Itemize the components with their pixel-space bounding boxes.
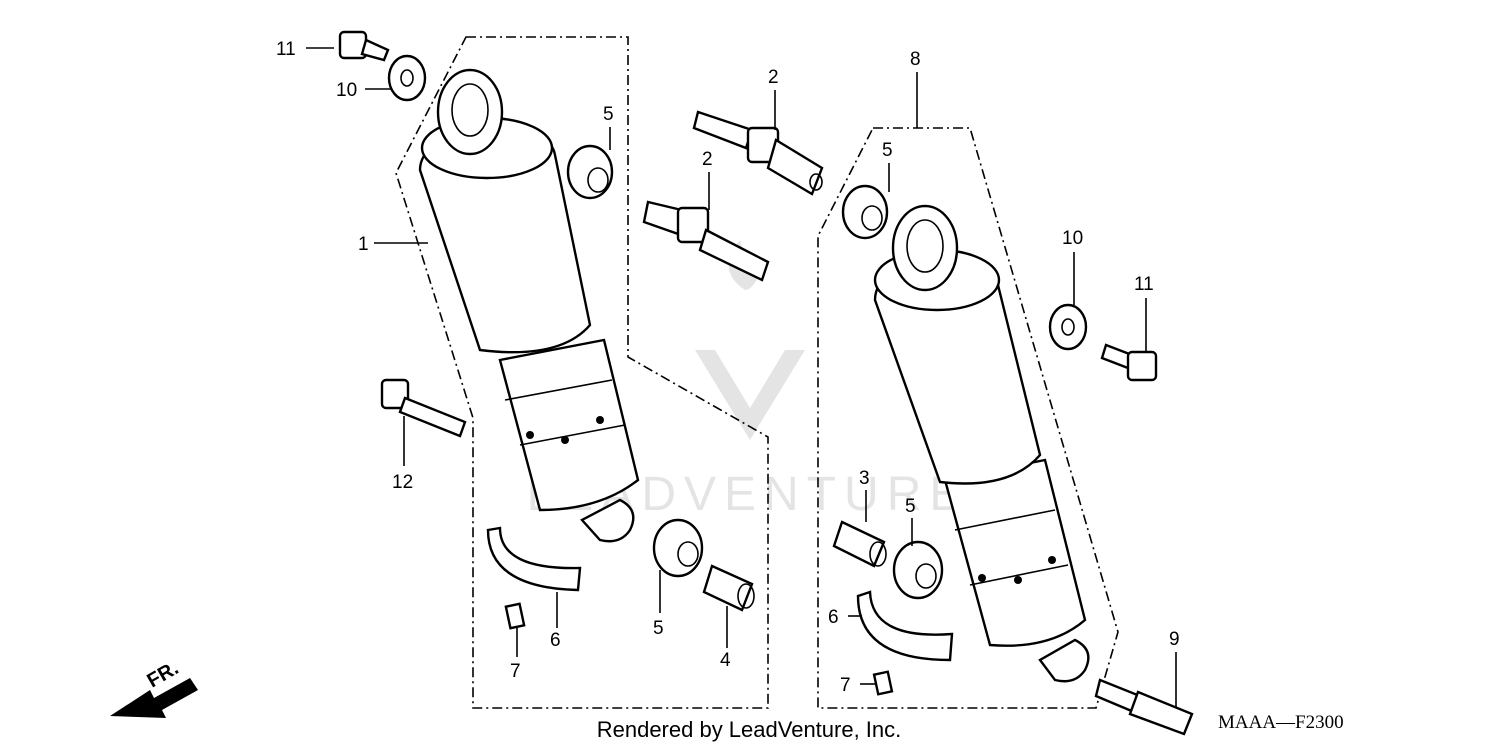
leader-lines xyxy=(306,47,1177,708)
callout-2-lower: 2 xyxy=(702,149,713,170)
footer-credit: Rendered by LeadVenture, Inc. xyxy=(597,717,902,742)
stud-2-lower xyxy=(642,200,770,282)
callout-10-right: 10 xyxy=(1062,228,1083,249)
callout-12: 12 xyxy=(392,472,413,493)
bushing-5-lower-right xyxy=(892,540,944,600)
callout-11-left: 11 xyxy=(276,39,296,60)
callout-7-left: 7 xyxy=(510,661,521,682)
right-assembly-boundary xyxy=(817,127,1119,709)
left-shock-absorber xyxy=(418,68,640,543)
callout-4: 4 xyxy=(720,650,731,671)
bolt-9 xyxy=(1094,678,1194,736)
callout-8: 8 xyxy=(910,49,921,70)
label-7-left xyxy=(504,602,526,630)
callout-6-left: 6 xyxy=(550,630,561,651)
bushing-5-upper-left xyxy=(566,144,614,200)
left-assembly-boundary xyxy=(395,36,769,709)
callout-1: 1 xyxy=(358,234,369,255)
bolt-11-left xyxy=(338,30,390,62)
collar-4 xyxy=(702,564,755,612)
front-direction-arrow xyxy=(110,678,198,718)
bolt-11-right xyxy=(1100,343,1158,382)
label-7-right xyxy=(872,670,894,696)
washer-10-right xyxy=(1048,303,1088,351)
diagram-code: MAAA—F2300 xyxy=(1218,712,1344,733)
collar-3 xyxy=(832,520,887,568)
bushing-5-upper-right xyxy=(841,184,889,240)
bolt-12 xyxy=(380,378,467,438)
stud-2-upper xyxy=(692,110,824,196)
callout-5-lower-right: 5 xyxy=(905,496,916,517)
callout-5-lower-left: 5 xyxy=(653,618,664,639)
callout-2-upper: 2 xyxy=(768,67,779,88)
callout-3: 3 xyxy=(859,468,870,489)
callout-5-upper-left: 5 xyxy=(603,104,614,125)
bushing-5-lower-left xyxy=(652,518,704,578)
washer-10-left-hole xyxy=(400,69,414,87)
callout-5-upper-right: 5 xyxy=(882,140,893,161)
washer-10-right-hole xyxy=(1061,318,1075,336)
callout-9: 9 xyxy=(1169,629,1180,650)
callout-7-right: 7 xyxy=(840,675,851,696)
right-shock-absorber xyxy=(873,204,1090,683)
callout-10-left: 10 xyxy=(336,80,357,101)
band-6-right xyxy=(856,590,954,662)
callout-11-right: 11 xyxy=(1134,274,1154,295)
callout-6-right: 6 xyxy=(828,607,839,628)
callout-labels: 11 10 1 5 2 2 8 5 10 11 12 3 5 5 4 6 7 6… xyxy=(276,39,1180,696)
washer-10-left xyxy=(387,54,427,102)
band-6-left xyxy=(486,526,582,592)
